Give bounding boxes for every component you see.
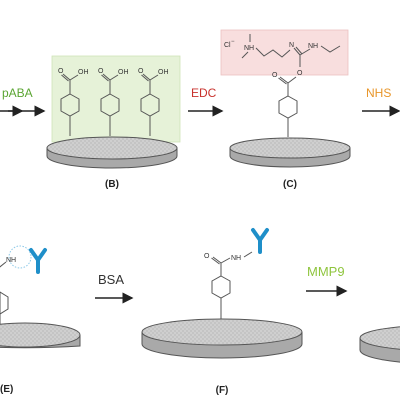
svg-text:−: − [231, 39, 235, 45]
electrode-disk-icon [229, 137, 351, 168]
panel-label-c: (C) [283, 179, 297, 190]
panel-label-e: (E) [0, 384, 13, 395]
panel-c: Cl − NH N NH O O (C) [220, 29, 351, 190]
svg-text:O: O [204, 253, 210, 260]
svg-text:OH: OH [78, 69, 89, 76]
electrode-disk-icon [141, 318, 303, 359]
svg-text:O: O [98, 68, 104, 75]
binding-halo [8, 245, 32, 269]
panel-e: NH (E) [0, 245, 81, 395]
svg-text:N: N [289, 42, 294, 49]
nhs-label: NHS [366, 86, 391, 100]
svg-text:NH: NH [231, 255, 241, 262]
aminobenzoic-acid-1: O OH [58, 68, 89, 136]
svg-text:OH: OH [158, 69, 169, 76]
mmp9-label: MMP9 [307, 264, 345, 279]
panel-label-b: (B) [105, 179, 119, 190]
aminobenzoic-acid-2: O OH [98, 68, 129, 136]
edc-adduct-box [220, 29, 349, 76]
svg-text:O: O [58, 68, 64, 75]
electrode-disk-icon [0, 322, 81, 349]
bsa-label: BSA [98, 272, 124, 287]
antibody-icon [29, 248, 47, 274]
svg-text:O: O [297, 70, 303, 77]
svg-text:NH: NH [308, 43, 318, 50]
svg-text:NH: NH [6, 257, 16, 264]
svg-text:O: O [138, 68, 144, 75]
electrode-disk-icon [359, 326, 400, 363]
svg-text:Cl: Cl [224, 42, 231, 49]
svg-text:NH: NH [244, 45, 254, 52]
edc-label: EDC [191, 86, 217, 100]
paba-label: pABA [2, 86, 33, 100]
antibody-icon [251, 228, 269, 254]
svg-text:OH: OH [118, 69, 129, 76]
panel-f: O NH (F) [141, 228, 303, 396]
panel-b: O OH O OH O OH (B) [46, 55, 181, 190]
aminobenzoic-acid-3: O OH [138, 68, 169, 136]
svg-text:O: O [272, 72, 278, 79]
panel-label-f: (F) [216, 385, 229, 396]
electrode-disk-icon [46, 136, 178, 169]
